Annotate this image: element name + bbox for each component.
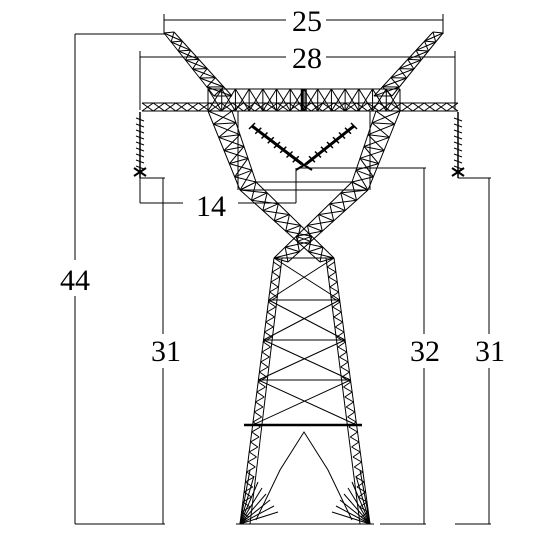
dim-crossarm-width-label: 28 xyxy=(292,42,322,75)
dimension-labels: 25 28 14 44 31 32 31 xyxy=(53,4,510,368)
tower-lattice xyxy=(133,31,465,525)
dim-right-height-label: 31 xyxy=(475,335,505,368)
dim-middle-height-label: 32 xyxy=(410,335,440,368)
dim-top-width-label: 25 xyxy=(292,5,322,38)
dim-phase-spacing-label: 14 xyxy=(196,190,226,223)
dimension-lines xyxy=(74,14,491,525)
dim-left-height-label: 31 xyxy=(151,335,181,368)
dim-total-height-label: 44 xyxy=(60,264,90,297)
